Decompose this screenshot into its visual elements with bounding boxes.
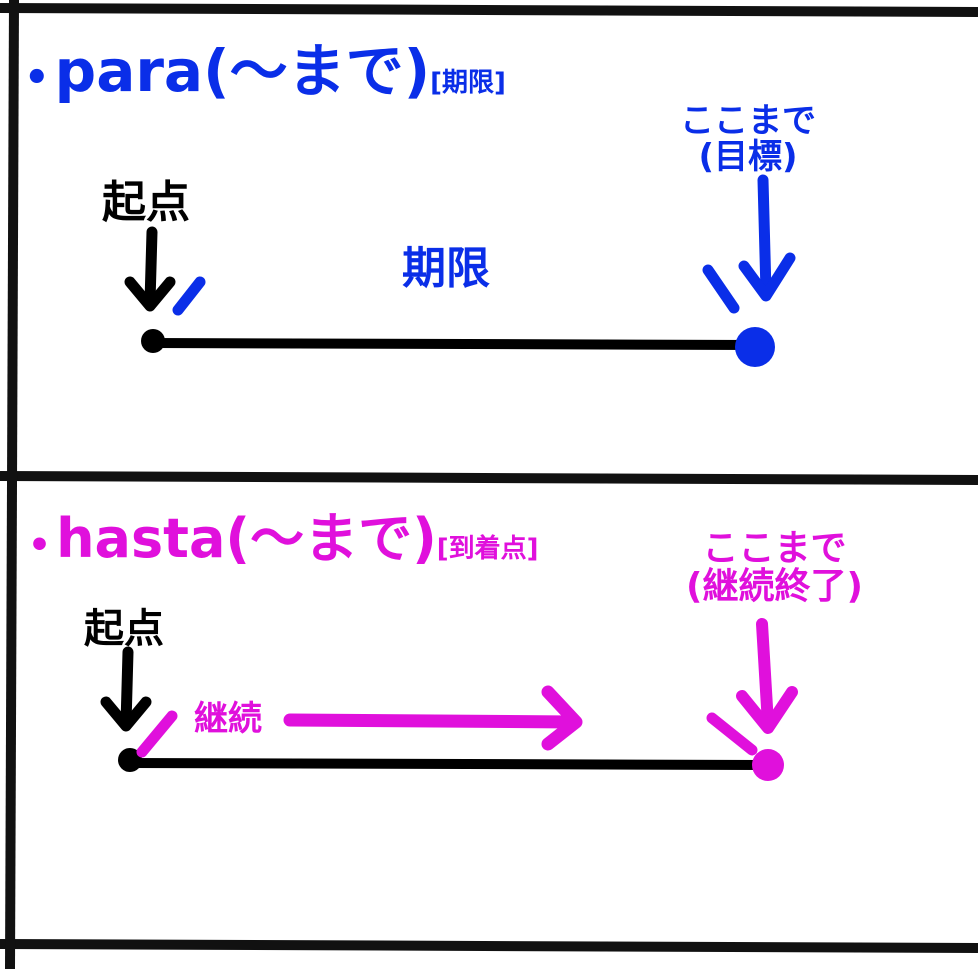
para-span-label: 期限 [402, 243, 490, 294]
frame-bottom-border [0, 939, 978, 953]
para-end-point [735, 327, 775, 367]
para-end-label-line2: (目標) [698, 136, 798, 177]
hasta-title-line: • hasta(〜まで)[到着点] [28, 512, 539, 566]
hasta-start-arrow-icon [100, 646, 152, 732]
para-start-arrow-icon [124, 226, 176, 312]
hasta-continuation-arrow-icon [283, 685, 583, 751]
frame-divider [0, 471, 978, 485]
hasta-title: hasta(〜まで) [56, 507, 437, 570]
hasta-span-label: 継続 [194, 699, 262, 739]
hasta-end-label-line2: (継続終了) [686, 565, 863, 607]
para-end-label-line1: ここまで [680, 101, 816, 141]
hasta-subtitle: [到着点] [436, 534, 539, 564]
hasta-end-point [752, 749, 784, 781]
para-title: para(〜まで) [54, 37, 431, 105]
panel-para: • para(〜まで)[期限] 起点 期限 ここまで (目標) [0, 0, 978, 480]
para-diagram [124, 174, 796, 367]
hasta-start-point [118, 748, 142, 772]
para-start-label: 起点 [102, 177, 190, 228]
para-end-label: ここまで (目標) [680, 101, 816, 177]
hasta-start-tick [136, 710, 178, 758]
para-timeline [148, 338, 760, 350]
para-bullet: • [24, 55, 50, 101]
para-subtitle: [期限] [430, 68, 506, 98]
para-end-tick [702, 264, 740, 314]
hasta-diagram [100, 618, 798, 781]
panel-hasta: • hasta(〜まで)[到着点] 起点 継続 ここまで (継続終了) [0, 480, 978, 969]
hasta-end-arrow-icon [736, 618, 798, 734]
frame-top-border [0, 3, 978, 17]
hasta-timeline [125, 758, 775, 770]
para-start-tick [172, 276, 206, 316]
frame-left-border [5, 0, 19, 969]
hasta-start-label: 起点 [84, 606, 164, 652]
hasta-bullet: • [28, 525, 52, 566]
hasta-end-label: ここまで (継続終了) [686, 530, 863, 606]
para-title-line: • para(〜まで)[期限] [24, 42, 506, 100]
para-start-point [141, 329, 165, 353]
hasta-end-label-line1: ここまで [702, 528, 847, 569]
hasta-end-tick [706, 712, 758, 756]
para-end-arrow-icon [738, 174, 796, 302]
